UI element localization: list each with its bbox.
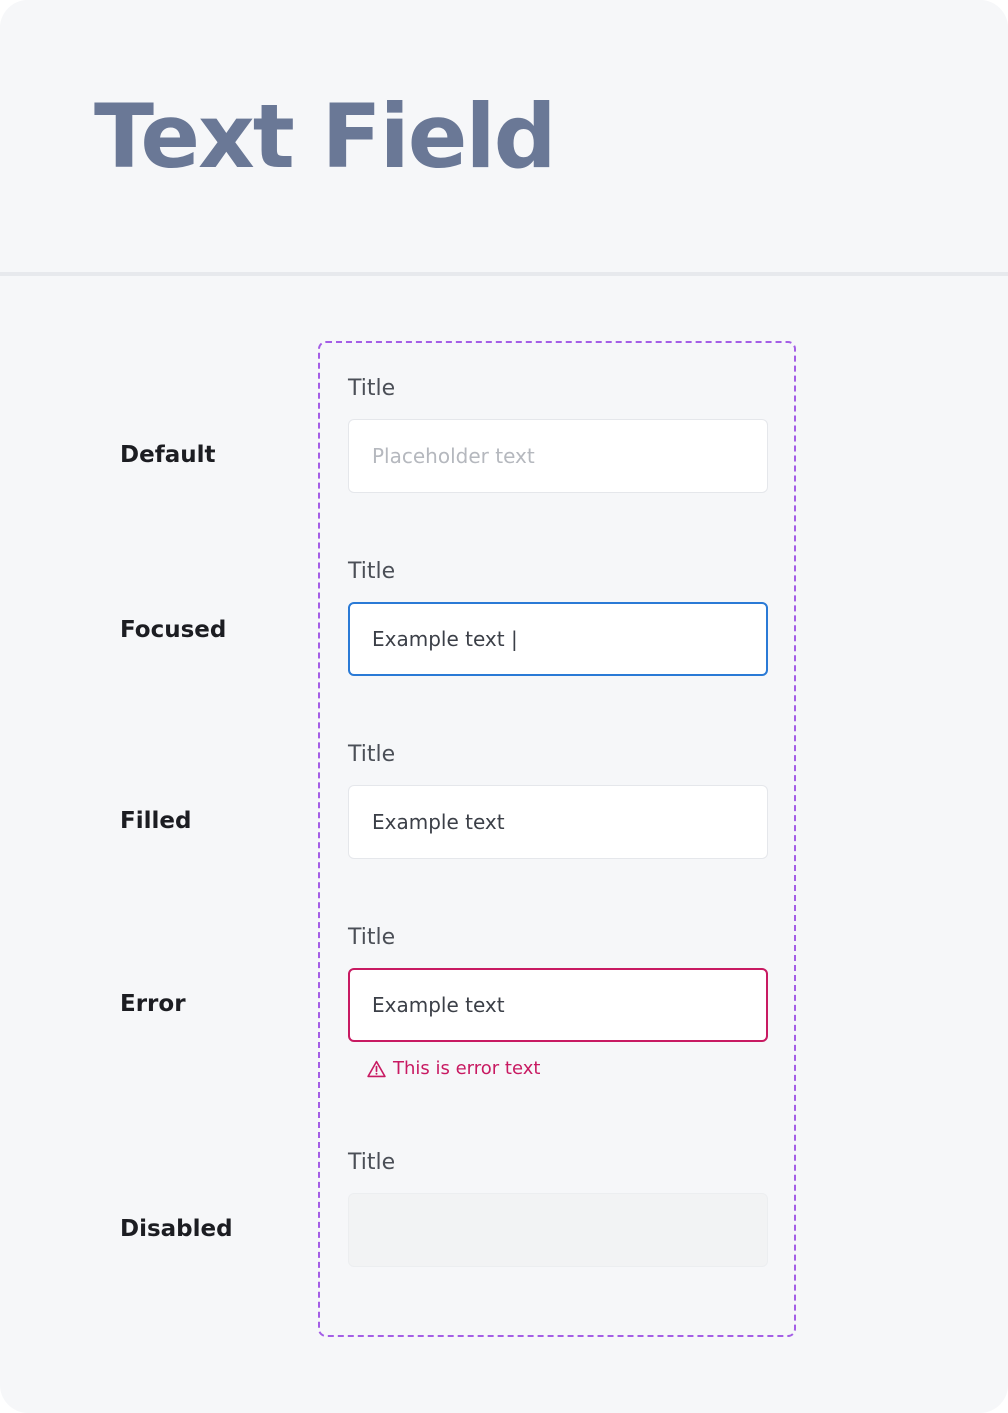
state-label-focused: Focused (120, 617, 227, 643)
text-field-disabled (348, 1193, 768, 1267)
field-title-focused: Title (348, 559, 396, 584)
error-message-text: This is error text (393, 1058, 541, 1079)
text-field-default[interactable] (348, 419, 768, 493)
state-label-disabled: Disabled (120, 1216, 233, 1242)
state-label-error: Error (120, 991, 186, 1017)
field-title-disabled: Title (348, 1150, 396, 1175)
text-field-error[interactable] (348, 968, 768, 1042)
text-field-filled[interactable] (348, 785, 768, 859)
page-title: Text Field (94, 85, 557, 188)
state-label-filled: Filled (120, 808, 192, 834)
warning-triangle-icon (367, 1060, 386, 1078)
field-title-error: Title (348, 925, 396, 950)
field-title-default: Title (348, 376, 396, 401)
variants-frame (318, 341, 796, 1337)
state-label-default: Default (120, 442, 216, 468)
text-field-focused[interactable] (348, 602, 768, 676)
page-header: Text Field (0, 0, 1008, 276)
error-message: This is error text (367, 1057, 540, 1081)
field-title-filled: Title (348, 742, 396, 767)
